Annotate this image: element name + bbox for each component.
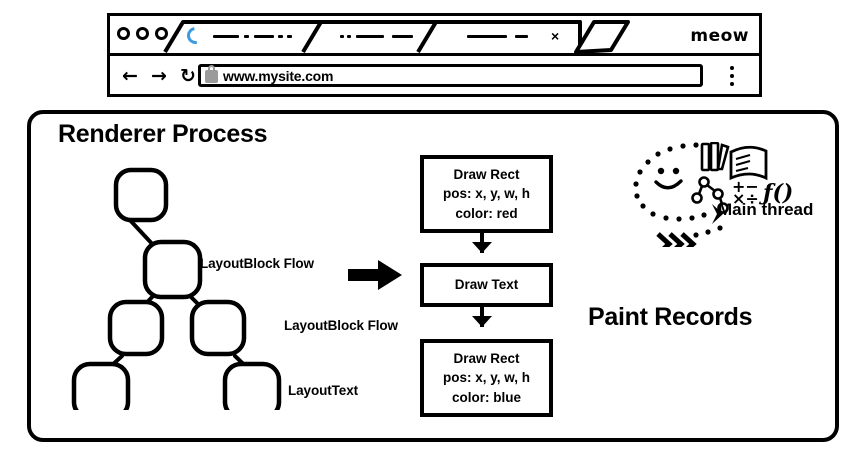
paint-record-connector-1 bbox=[472, 233, 492, 253]
tab-title-squiggle bbox=[347, 35, 351, 38]
lock-icon bbox=[205, 65, 218, 83]
url-text: www.mysite.com bbox=[223, 67, 334, 84]
tab-title-squiggle bbox=[340, 35, 344, 38]
tree-node-root bbox=[113, 167, 169, 223]
flow-arrow-right-icon bbox=[348, 260, 402, 290]
paint-record-box-3: Draw Rect pos: x, y, w, h color: blue bbox=[420, 339, 553, 417]
tree-node-block-3 bbox=[189, 299, 247, 357]
paint-record-color: color: blue bbox=[451, 389, 521, 405]
pencil-icon bbox=[716, 143, 730, 171]
tab-close-icon[interactable]: × bbox=[551, 28, 560, 44]
svg-text:×÷: ×÷ bbox=[732, 189, 759, 208]
forward-icon[interactable]: → bbox=[151, 65, 167, 87]
tab-title-squiggle bbox=[467, 35, 507, 38]
svg-text:+−: +− bbox=[732, 177, 759, 196]
paint-record-title: Draw Text bbox=[454, 277, 519, 293]
paint-records-heading: Paint Records bbox=[588, 303, 753, 331]
spinner-icon bbox=[183, 23, 208, 48]
window-controls bbox=[117, 27, 168, 40]
kebab-dot bbox=[730, 66, 734, 70]
math-symbols-icon: +− ×÷ bbox=[732, 177, 759, 208]
open-book-icon bbox=[729, 145, 768, 181]
tab-title-squiggle bbox=[392, 35, 413, 38]
tree-node-text-2 bbox=[222, 361, 282, 410]
paint-record-title: Draw Rect bbox=[453, 166, 520, 182]
layout-tree-diagram bbox=[71, 167, 282, 410]
paint-record-color: color: red bbox=[455, 205, 518, 221]
paint-record-box-2: Draw Text bbox=[420, 263, 553, 307]
main-thread-label: Main thread bbox=[718, 200, 814, 219]
page-title: Renderer Process bbox=[58, 120, 268, 148]
tab-title-squiggle bbox=[356, 35, 384, 38]
tab-title-squiggle bbox=[287, 35, 292, 38]
arrow-head-icon bbox=[472, 316, 492, 327]
window-control-dot-2[interactable] bbox=[136, 27, 149, 40]
tree-label-layoutblock-flow-1: LayoutBlock Flow bbox=[200, 256, 314, 271]
window-control-dot-3[interactable] bbox=[155, 27, 168, 40]
kebab-dot bbox=[730, 74, 734, 78]
smiley-face-icon bbox=[654, 167, 683, 190]
function-icon: ƒ() bbox=[758, 180, 793, 206]
browser-window: × × × bbox=[107, 13, 762, 97]
reload-icon[interactable]: ↻ bbox=[180, 65, 196, 87]
chevrons-icon bbox=[656, 204, 723, 247]
paint-record-pos: pos: x, y, w, h bbox=[442, 186, 530, 202]
arrow-head-icon bbox=[472, 242, 492, 253]
browser-tab-3[interactable]: × bbox=[415, 20, 582, 53]
tab-title-squiggle bbox=[278, 35, 283, 38]
browser-brand-label: meow bbox=[690, 26, 749, 46]
tab-title-squiggle bbox=[244, 35, 249, 38]
tree-node-text-1 bbox=[71, 361, 131, 410]
tab-title-squiggle bbox=[515, 35, 528, 38]
back-icon[interactable]: ← bbox=[122, 65, 138, 87]
tab-strip: × × × bbox=[110, 16, 759, 56]
url-bar[interactable]: www.mysite.com bbox=[198, 64, 703, 87]
tree-graph-icon bbox=[691, 176, 729, 214]
tree-label-layoutblock-flow-2: LayoutBlock Flow bbox=[284, 318, 398, 333]
tree-label-layouttext: LayoutText bbox=[288, 383, 359, 398]
svg-text:ƒ(): ƒ() bbox=[758, 180, 793, 206]
browser-toolbar: ← → ↻ www.mysite.com bbox=[110, 56, 759, 97]
kebab-menu-icon[interactable] bbox=[730, 66, 734, 86]
paint-record-pos: pos: x, y, w, h bbox=[442, 370, 530, 386]
paint-record-connector-2 bbox=[472, 307, 492, 327]
tree-node-block-2 bbox=[107, 299, 165, 357]
main-thread-illustration: +− ×÷ ƒ() bbox=[633, 142, 793, 247]
tab-title-squiggle bbox=[213, 35, 239, 38]
books-icon bbox=[700, 142, 720, 172]
paint-record-title: Draw Rect bbox=[453, 350, 520, 366]
tree-node-block-1 bbox=[142, 239, 203, 300]
paint-record-box-1: Draw Rect pos: x, y, w, h color: red bbox=[420, 155, 553, 233]
new-tab-button[interactable] bbox=[573, 20, 633, 53]
tab-title-squiggle bbox=[254, 35, 274, 38]
kebab-dot bbox=[730, 82, 734, 86]
window-control-dot-1[interactable] bbox=[117, 27, 130, 40]
